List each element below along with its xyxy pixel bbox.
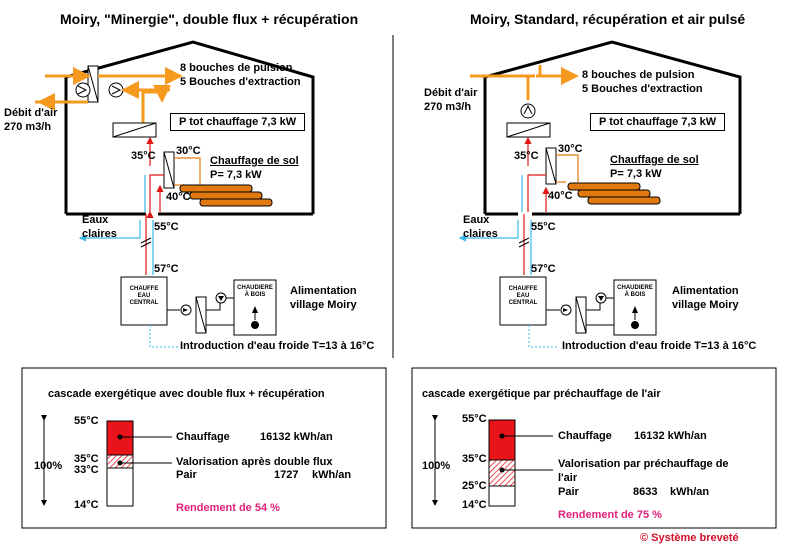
left-intro-label: Introduction d'eau froide T=13 à 16°C [180,340,375,352]
patent-credit: © Système breveté [640,532,739,544]
right-chauffe-line2: EAU [516,293,530,299]
right-valor-label-2: l'air [558,472,578,484]
left-floor-heating-label: Chauffage de sol [210,155,299,167]
left-chauffe-label: CHAUFFE EAU CENTRAL [122,286,166,307]
right-eaux-label: Eaux [463,214,490,226]
left-chauffage-value: 16132 kWh/an [260,431,333,443]
right-alim-label-1: Alimentation [672,285,739,297]
left-cascade-35: 35°C [74,453,99,465]
left-chauffe-line2: EAU [137,293,151,299]
right-chauffe-label: CHAUFFE EAU CENTRAL [501,286,545,307]
left-power-box: P tot chauffage 7,3 kW [170,113,306,131]
left-alim-label-1: Alimentation [290,285,357,297]
right-chaudiere-line1: CHAUDIERE [617,285,653,291]
right-cascade [411,367,777,529]
right-temp-55: 55°C [531,221,556,233]
left-air-flow-value: 270 m3/h [4,121,52,133]
right-cascade-25: 25°C [462,480,487,492]
right-air-flow-label: Débit d'air [424,87,478,99]
right-air-flow-value: 270 m3/h [424,101,472,113]
left-alim-label-2: village Moiry [290,299,357,311]
left-cascade-title: cascade exergétique avec double flux + r… [48,388,325,400]
left-chauffe-line3: CENTRAL [129,300,159,306]
left-pair-label: Pair [176,469,197,481]
right-chaudiere-line2: À BOIS [624,292,646,298]
right-intro-label: Introduction d'eau froide T=13 à 16°C [562,340,757,352]
right-claires-label: claires [463,228,498,240]
right-temp-30: 30°C [558,143,583,155]
left-cascade-33: 33°C [74,464,99,476]
right-pair-value: 8633 [633,486,658,498]
right-alim-label-2: village Moiry [672,299,739,311]
right-temp-57: 57°C [531,263,556,275]
left-temp-57: 57°C [154,263,179,275]
left-valor-label: Valorisation après double flux [176,456,333,468]
left-extraction-label: 5 Bouches d'extraction [180,76,301,88]
left-claires-label: claires [82,228,117,240]
left-chauffage-label: Chauffage [176,431,230,443]
left-chauffe-line1: CHAUFFE [129,286,159,292]
left-cascade-14: 14°C [74,499,99,511]
left-cascade [21,367,387,529]
right-chauffage-label: Chauffage [558,430,612,442]
right-cascade-title: cascade exergétique par préchauffage de … [422,388,661,400]
left-chaudiere-line1: CHAUDIERE [237,285,273,291]
right-rendement: Rendement de 75 % [558,509,662,521]
right-cascade-14: 14°C [462,499,487,511]
left-rendement: Rendement de 54 % [176,502,280,514]
left-eaux-label: Eaux [82,214,109,226]
left-temp-55: 55°C [154,221,179,233]
right-chaudiere-label: CHAUDIERE À BOIS [615,285,655,299]
right-chauffe-line3: CENTRAL [508,300,538,306]
right-floor-heating-label: Chauffage de sol [610,154,699,166]
right-chauffage-value: 16132 kWh/an [634,430,707,442]
right-temp-35: 35°C [514,150,539,162]
left-chaudiere-label: CHAUDIERE À BOIS [235,285,275,299]
right-cascade-35: 35°C [462,453,487,465]
left-chaudiere-line2: À BOIS [244,292,266,298]
right-temp-40: 40°C [548,190,573,202]
left-temp-40: 40°C [166,191,191,203]
left-title: Moiry, "Minergie", double flux + récupér… [60,11,359,27]
left-pair-unit: kWh/an [312,469,352,481]
left-cascade-55: 55°C [74,415,99,427]
right-pair-label: Pair [558,486,579,498]
left-air-flow-label: Débit d'air [4,107,58,119]
left-cascade-pct: 100% [34,460,63,472]
right-title: Moiry, Standard, récupération et air pul… [470,11,746,27]
left-pair-value: 1727 [274,469,299,481]
right-cascade-55: 55°C [462,413,487,425]
right-pair-unit: kWh/an [670,486,710,498]
left-temp-35: 35°C [131,150,156,162]
right-cascade-pct: 100% [422,460,451,472]
right-house [458,40,742,348]
right-floor-power-label: P= 7,3 kW [610,168,662,180]
right-extraction-label: 5 Bouches d'extraction [582,83,703,95]
right-valor-label-1: Valorisation par préchauffage de [558,458,729,470]
left-house [35,40,315,348]
right-chauffe-line1: CHAUFFE [508,286,538,292]
left-pulsion-label: 8 bouches de pulsion [180,62,293,74]
right-pulsion-label: 8 bouches de pulsion [582,69,695,81]
right-power-box: P tot chauffage 7,3 kW [590,113,726,131]
left-floor-power-label: P= 7,3 kW [210,169,262,181]
left-temp-30: 30°C [176,145,201,157]
